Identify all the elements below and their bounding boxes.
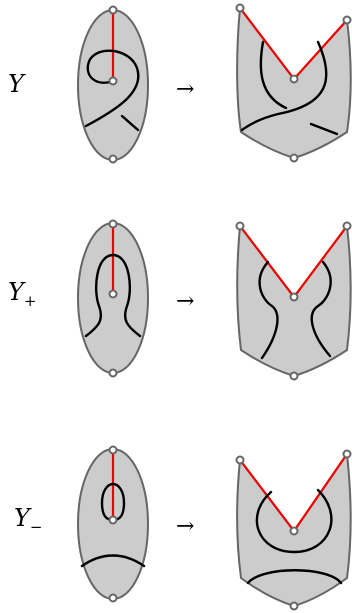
strand-left	[258, 260, 279, 360]
vertex-top	[108, 445, 118, 455]
vertex-bottom	[289, 371, 299, 381]
arrow-y-plus: →	[176, 289, 194, 314]
disk-y-plus	[77, 219, 149, 378]
label-y-plus: Y+	[8, 278, 36, 310]
vertex-center	[108, 515, 118, 525]
strand-loop	[100, 482, 126, 522]
disk-y-minus	[77, 445, 149, 603]
strand-curl	[84, 49, 140, 128]
vertex-bottom	[108, 154, 118, 164]
vertex-bottom	[289, 153, 299, 163]
shield-y-minus	[235, 449, 352, 611]
vertex-center	[289, 292, 299, 302]
strand-bottom-arc	[246, 569, 343, 585]
vertex-top-left	[235, 3, 245, 13]
strand-arch	[84, 253, 142, 338]
label-y: Y	[8, 70, 26, 98]
vertex-center	[289, 526, 299, 536]
row-y: Y →	[8, 3, 352, 164]
vertex-center	[108, 76, 118, 86]
row-y-plus: Y+ →	[8, 219, 352, 381]
strand-left	[259, 40, 288, 110]
vertex-top	[108, 5, 118, 15]
vertex-top-right	[342, 449, 352, 459]
vertex-bottom	[108, 593, 118, 603]
disk-y	[77, 5, 149, 164]
vertex-bottom	[289, 601, 299, 611]
strand-short	[120, 114, 140, 132]
arrow-y: →	[176, 77, 194, 102]
vertex-bottom	[108, 368, 118, 378]
vertex-center	[108, 289, 118, 299]
vertex-top-left	[235, 455, 245, 465]
strand-right	[310, 260, 332, 358]
label-y-minus: Y−	[14, 504, 42, 536]
strand-cup	[255, 488, 333, 554]
arrow-y-minus: →	[176, 514, 194, 539]
vertex-top-right	[342, 15, 352, 25]
strand-short	[309, 122, 339, 136]
vertex-center	[289, 74, 299, 84]
vertex-top	[108, 219, 118, 229]
strand-bottom-arc	[80, 554, 146, 568]
strand-cross	[240, 40, 328, 132]
shield-y-plus	[235, 221, 352, 381]
vertex-top-left	[235, 221, 245, 231]
row-y-minus: Y− →	[14, 445, 352, 611]
shield-y	[235, 3, 352, 163]
vertex-top-right	[342, 221, 352, 231]
